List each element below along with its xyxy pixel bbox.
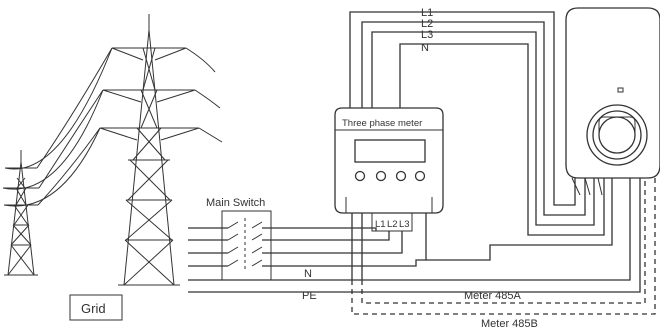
main-switch-box (221, 210, 272, 281)
meter-button-2 (375, 170, 387, 182)
supply-wires (188, 227, 228, 267)
conductor-label-n: N (421, 42, 429, 54)
meter-housing (334, 107, 444, 214)
three-phase-meter: Three phase meter L1 L2 L3 (334, 107, 444, 232)
meter-button-1 (354, 170, 366, 182)
main-switch: Main Switch (206, 197, 272, 281)
meter-terminal-block (371, 212, 413, 232)
grid-label: Grid (81, 301, 106, 316)
meter-terminal-l3: L3 (399, 219, 410, 230)
grid-label-box: Grid (69, 294, 123, 321)
charger-socket-outer (586, 104, 648, 166)
meter-485a-line (361, 178, 646, 304)
neutral-wire (188, 178, 631, 281)
earth-wire (188, 178, 641, 293)
overhead-lines (2, 47, 223, 207)
ev-charger-icon (565, 7, 660, 196)
switch-contacts-icon (227, 218, 263, 272)
conductor-label-l2: L2 (421, 18, 433, 30)
earth-label: PE (302, 290, 317, 302)
meter-side-drops (351, 213, 363, 280)
conductor-label-l1: L1 (421, 7, 433, 19)
large-pylon-icon (99, 14, 200, 286)
meter-485a-label: Meter 485A (464, 290, 522, 302)
meter-terminal-l1: L1 (375, 219, 386, 230)
charger-socket-inner (598, 116, 636, 154)
meter-to-charger-n (425, 178, 613, 261)
meter-button-3 (395, 170, 407, 182)
top-conductors (349, 11, 605, 236)
conductor-label-l3: L3 (421, 29, 433, 41)
meter-terminal-l2: L2 (387, 219, 398, 230)
neutral-label: N (304, 268, 312, 280)
meter-button-4 (414, 170, 426, 182)
meter-485b-label: Meter 485B (481, 318, 538, 330)
main-switch-label: Main Switch (206, 197, 265, 209)
meter-485b-line (351, 178, 656, 315)
small-pylon-icon (3, 150, 39, 276)
meter-display (354, 139, 426, 163)
switch-to-meter-wires (262, 227, 426, 267)
meter-title: Three phase meter (342, 118, 422, 129)
